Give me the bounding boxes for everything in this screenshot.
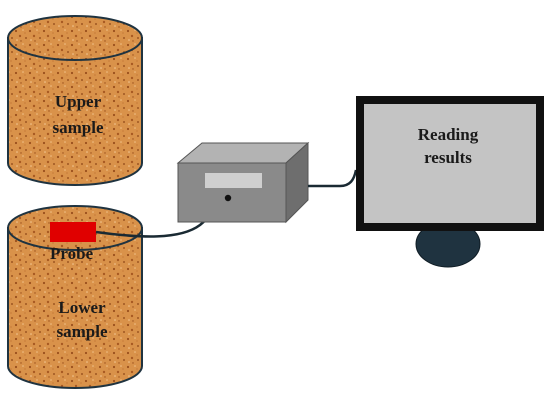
device-input-port [224, 194, 232, 202]
reading-results-label-line2: results [424, 148, 472, 167]
upper-sample-body [7, 37, 143, 186]
upper-sample-label-line2: sample [53, 118, 104, 137]
lower-sample-label-line1: Lower [58, 298, 106, 317]
upper-sample-top [7, 15, 143, 61]
lower-sample-body [7, 227, 143, 389]
lower-sample-label-line2: sample [57, 322, 108, 341]
upper-sample-label-line1: Upper [55, 92, 102, 111]
device-front-face [177, 162, 287, 223]
measuring-device [176, 141, 310, 224]
upper-sample-cylinder: Upper sample [7, 15, 143, 186]
monitor: Reading results [356, 96, 544, 268]
monitor-cable [308, 169, 358, 188]
reading-results-label-line1: Reading [418, 125, 479, 144]
probe [50, 222, 96, 242]
device-display-slot [205, 173, 262, 188]
monitor-screen [364, 104, 536, 223]
device-top-face [176, 142, 310, 164]
probe-label: Probe [50, 244, 94, 263]
